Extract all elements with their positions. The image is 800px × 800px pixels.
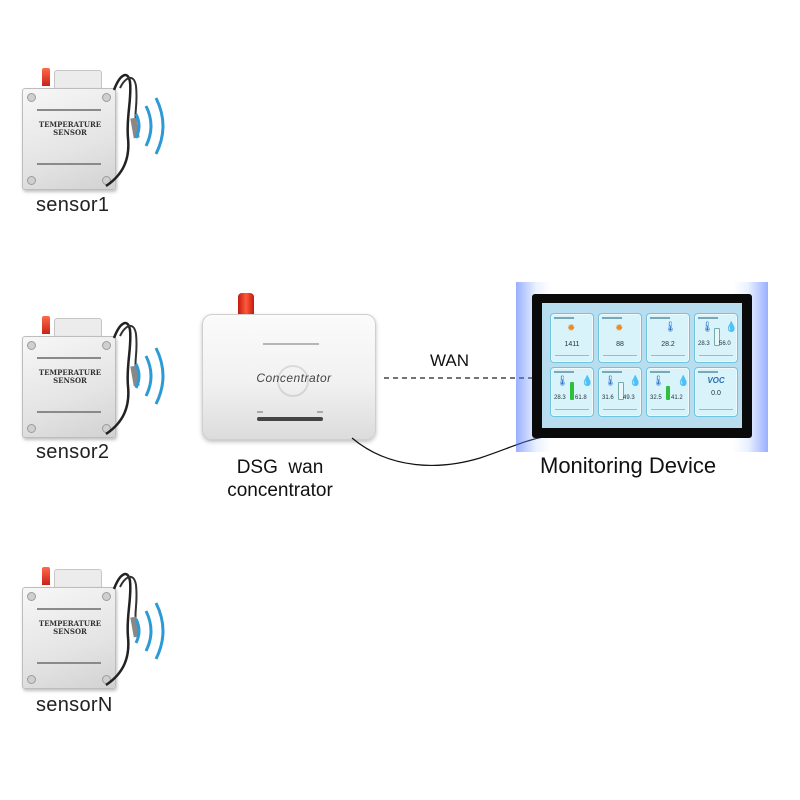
thermometer-icon: 🌡 bbox=[664, 322, 677, 333]
sensor-2: TEMPERATURE SENSOR bbox=[20, 316, 190, 466]
sensor-enclosure: TEMPERATURE SENSOR bbox=[22, 336, 116, 438]
sun-icon: ✹ bbox=[567, 323, 576, 334]
tile-value: 88 bbox=[616, 341, 624, 348]
status-led bbox=[317, 411, 323, 413]
humidity-icon: 💧 bbox=[629, 376, 642, 387]
status-led bbox=[257, 411, 263, 413]
sensor-tile[interactable]: 🌡 💧 31.6 49.3 bbox=[598, 367, 642, 417]
thermometer-icon: 🌡 bbox=[701, 322, 714, 333]
sensor-2-caption: sensor2 bbox=[36, 441, 110, 463]
voc-title: VOC bbox=[707, 376, 725, 385]
concentrator-logo-icon bbox=[277, 365, 309, 397]
sensor-n: TEMPERATURE SENSOR bbox=[20, 567, 190, 717]
sensor-enclosure: TEMPERATURE SENSOR bbox=[22, 587, 116, 689]
tile-value: 28.2 bbox=[661, 341, 675, 348]
sensor-1-caption: sensor1 bbox=[36, 194, 110, 216]
level-bar bbox=[618, 382, 624, 400]
concentrator-device: Concentrator bbox=[202, 314, 376, 440]
level-bar bbox=[666, 386, 670, 400]
sensor-tile[interactable]: ✹ 1411 bbox=[550, 313, 594, 363]
tile-value-b: 61.8 bbox=[575, 395, 587, 401]
wireless-signal-icon bbox=[134, 602, 165, 660]
antenna-icon bbox=[42, 68, 50, 86]
sensor-n-caption: sensorN bbox=[36, 694, 113, 716]
level-bar bbox=[714, 328, 720, 346]
wireless-signal-icon bbox=[134, 97, 165, 155]
sensor-enclosure: TEMPERATURE SENSOR bbox=[22, 88, 116, 190]
thermometer-icon: 🌡 bbox=[604, 376, 617, 387]
sensor-tile[interactable]: ✹ 88 bbox=[598, 313, 642, 363]
antenna-icon bbox=[42, 316, 50, 334]
sensor-1: TEMPERATURE SENSOR bbox=[20, 68, 190, 218]
sensor-tile[interactable]: 🌡 28.2 bbox=[646, 313, 690, 363]
concentrator-caption-line1: DSG wan bbox=[236, 457, 324, 478]
monitor-caption: Monitoring Device bbox=[540, 453, 717, 478]
tile-value-b: 56.0 bbox=[719, 341, 731, 347]
wireless-signal-icon bbox=[134, 347, 165, 405]
tile-value-a: 31.6 bbox=[602, 395, 614, 401]
humidity-icon: 💧 bbox=[677, 376, 690, 387]
concentrator-device-label: Concentrator bbox=[256, 371, 332, 385]
wan-label: WAN bbox=[430, 351, 470, 370]
thermometer-icon: 🌡 bbox=[556, 376, 569, 387]
tile-value-a: 32.5 bbox=[650, 395, 662, 401]
tile-value: 0.0 bbox=[711, 390, 721, 397]
level-bar bbox=[570, 382, 574, 400]
sensor-title: TEMPERATURE SENSOR bbox=[38, 619, 102, 636]
sensor-tile[interactable]: 🌡 💧 28.3 56.0 bbox=[694, 313, 738, 363]
tile-value-a: 28.3 bbox=[698, 341, 710, 347]
sensor-tile[interactable]: VOC 0.0 bbox=[694, 367, 738, 417]
concentrator-caption-line2: concentrator bbox=[227, 480, 333, 501]
humidity-icon: 💧 bbox=[581, 376, 594, 387]
tile-value-b: 49.3 bbox=[623, 395, 635, 401]
concentrator-label-strip bbox=[263, 343, 319, 345]
tile-value-b: 41.2 bbox=[671, 395, 683, 401]
concentrator-slot bbox=[257, 417, 323, 421]
monitor-screen: ✹ 1411 ✹ 88 🌡 28.2 🌡 💧 28.3 56.0 🌡 💧 28.… bbox=[542, 303, 742, 428]
sun-icon: ✹ bbox=[615, 323, 624, 334]
sensor-cable bbox=[105, 572, 140, 687]
humidity-icon: 💧 bbox=[725, 322, 738, 333]
tile-value: 1411 bbox=[564, 341, 580, 348]
concentrator-antenna-icon bbox=[238, 293, 254, 317]
sensor-title: TEMPERATURE SENSOR bbox=[38, 368, 102, 385]
antenna-icon bbox=[42, 567, 50, 585]
sensor-title: TEMPERATURE SENSOR bbox=[38, 120, 102, 137]
thermometer-icon: 🌡 bbox=[652, 376, 665, 387]
tile-value-a: 28.3 bbox=[554, 395, 566, 401]
sensor-tile[interactable]: 🌡 💧 28.3 61.8 bbox=[550, 367, 594, 417]
sensor-tile[interactable]: 🌡 💧 32.5 41.2 bbox=[646, 367, 690, 417]
